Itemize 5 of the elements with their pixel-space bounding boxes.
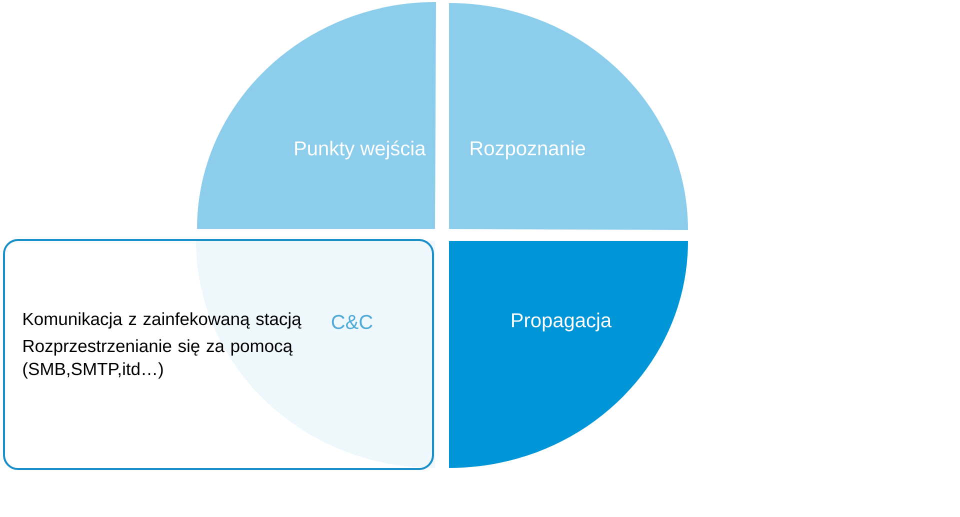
callout-text: Rozprzestrzenianie się za pomocą (SMB,SMTP,itd…) [23,339,293,379]
pie-sector: Rozpoznanie [449,3,688,230]
callout-text: Komunikacja z zainfekowaną stacją [24,312,302,329]
pie-sector: Punkty wejścia [197,2,436,229]
pie-sector: Propagacja [449,241,688,468]
